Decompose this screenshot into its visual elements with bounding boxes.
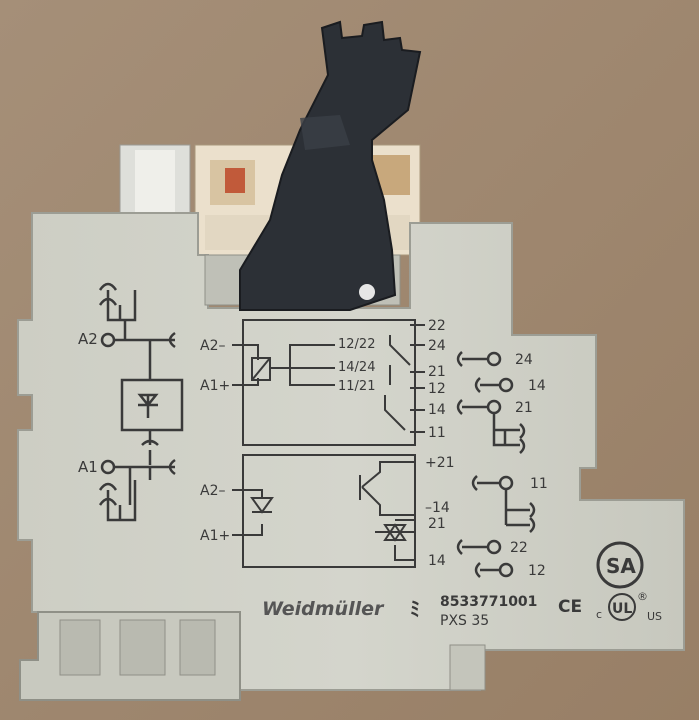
- ul-c-prefix: c: [596, 608, 602, 621]
- ssr-schematic-box: [232, 454, 416, 568]
- ul-us-suffix: US: [647, 610, 662, 623]
- terminal-22: 22: [428, 318, 446, 334]
- relay-schematic-box: [232, 319, 425, 446]
- ssr-minus14: –14: [425, 500, 450, 516]
- relay-contact-2: 14/24: [338, 360, 375, 375]
- ce-mark: CE: [558, 597, 582, 617]
- svg-text:UL: UL: [612, 601, 632, 617]
- right-24: 24: [515, 352, 533, 368]
- brand-mark-icon: ﾐ: [410, 597, 420, 621]
- terminal-24: 24: [428, 338, 446, 354]
- terminal-12: 12: [428, 381, 446, 397]
- part-number: 8533771001: [440, 594, 537, 610]
- model-name: PXS 35: [440, 613, 489, 629]
- right-terminal-diagram: [456, 351, 536, 578]
- din-clip: [19, 611, 486, 701]
- terminal-11: 11: [428, 425, 446, 441]
- svg-text:SA: SA: [606, 554, 636, 578]
- ssr-14: 14: [428, 553, 446, 569]
- terminal-14: 14: [428, 402, 446, 418]
- ssr-a1-label: A1+: [200, 528, 230, 544]
- ssr-a2-label: A2–: [200, 483, 225, 499]
- ejector-lever: [239, 20, 422, 311]
- left-a1-label: A1: [78, 458, 98, 476]
- terminal-21: 21: [428, 364, 446, 380]
- relay-a1-label: A1+: [200, 378, 230, 394]
- lever-hole: [359, 284, 375, 300]
- brand-logo-text: Weidmüller: [262, 598, 385, 620]
- left-a2-label: A2: [78, 330, 98, 348]
- csa-logo: SA: [596, 541, 644, 589]
- ul-logo: UL: [608, 593, 636, 621]
- right-21: 21: [515, 400, 533, 416]
- relay-contact-1: 12/22: [338, 337, 375, 352]
- right-12: 12: [528, 563, 546, 579]
- ul-registered-mark: ®: [637, 590, 648, 603]
- right-22: 22: [510, 540, 528, 556]
- left-coil-diagram: [98, 282, 184, 522]
- relay-a2-label: A2–: [200, 338, 225, 354]
- right-14: 14: [528, 378, 546, 394]
- relay-contact-3: 11/21: [338, 379, 375, 394]
- right-11: 11: [530, 476, 548, 492]
- ssr-plus21: +21: [425, 455, 455, 471]
- ssr-21: 21: [428, 516, 446, 532]
